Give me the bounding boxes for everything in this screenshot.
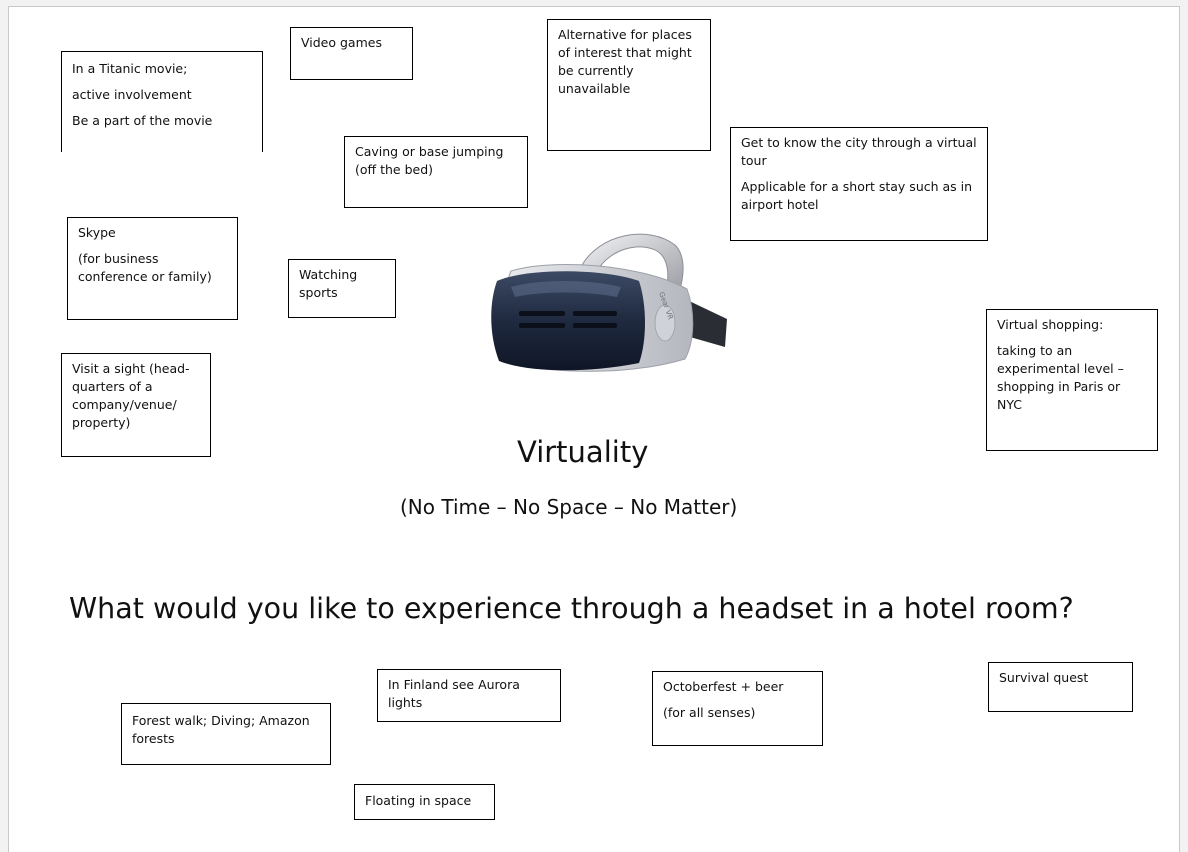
note-floating: Floating in space (354, 784, 495, 820)
note-line: (for all senses) (663, 705, 756, 720)
note-line: Alternative for places of interest that … (558, 27, 692, 96)
note-line: In a Titanic movie; (72, 61, 188, 76)
note-line: Visit a sight (head-quarters of a compan… (72, 361, 190, 430)
note-line: Forest walk; Diving; Amazon forests (132, 713, 310, 746)
note-alternative: Alternative for places of interest that … (547, 19, 711, 151)
document-page: In a Titanic movie; active involvement B… (8, 6, 1180, 852)
note-skype: Skype (for business conference or family… (67, 217, 238, 320)
note-line: Get to know the city through a virtual t… (741, 135, 977, 168)
main-question: What would you like to experience throug… (69, 592, 1074, 625)
vr-headset-image: Gear VR (491, 233, 727, 372)
note-line: Virtual shopping: (997, 317, 1104, 332)
note-line: Caving or base jumping (off the bed) (355, 144, 504, 177)
note-line: Watching sports (299, 267, 358, 300)
note-line: Survival quest (999, 670, 1089, 685)
note-line: Skype (78, 225, 116, 240)
note-caving: Caving or base jumping (off the bed) (344, 136, 528, 208)
note-shopping: Virtual shopping: taking to an experimen… (986, 309, 1158, 451)
page-title: Virtuality (517, 435, 649, 469)
note-octoberfest: Octoberfest + beer (for all senses) (652, 671, 823, 746)
note-forest: Forest walk; Diving; Amazon forests (121, 703, 331, 765)
note-aurora: In Finland see Aurora lights (377, 669, 561, 722)
note-line: taking to an experimental level – shoppi… (997, 343, 1124, 412)
note-line: In Finland see Aurora lights (388, 677, 520, 710)
note-line: Applicable for a short stay such as in a… (741, 179, 973, 212)
note-line: Floating in space (365, 793, 472, 808)
page-subtitle: (No Time – No Space – No Matter) (400, 495, 738, 519)
note-line: Be a part of the movie (72, 113, 213, 128)
note-line: Octoberfest + beer (663, 679, 784, 694)
note-line: (for business conference or family) (78, 251, 212, 284)
note-sports: Watching sports (288, 259, 396, 318)
note-survival: Survival quest (988, 662, 1133, 712)
note-city-tour: Get to know the city through a virtual t… (730, 127, 988, 241)
note-video-games: Video games (290, 27, 413, 80)
note-titanic: In a Titanic movie; active involvement B… (61, 51, 263, 152)
note-line: active involvement (72, 87, 192, 102)
note-line: Video games (301, 35, 382, 50)
note-sight: Visit a sight (head-quarters of a compan… (61, 353, 211, 457)
